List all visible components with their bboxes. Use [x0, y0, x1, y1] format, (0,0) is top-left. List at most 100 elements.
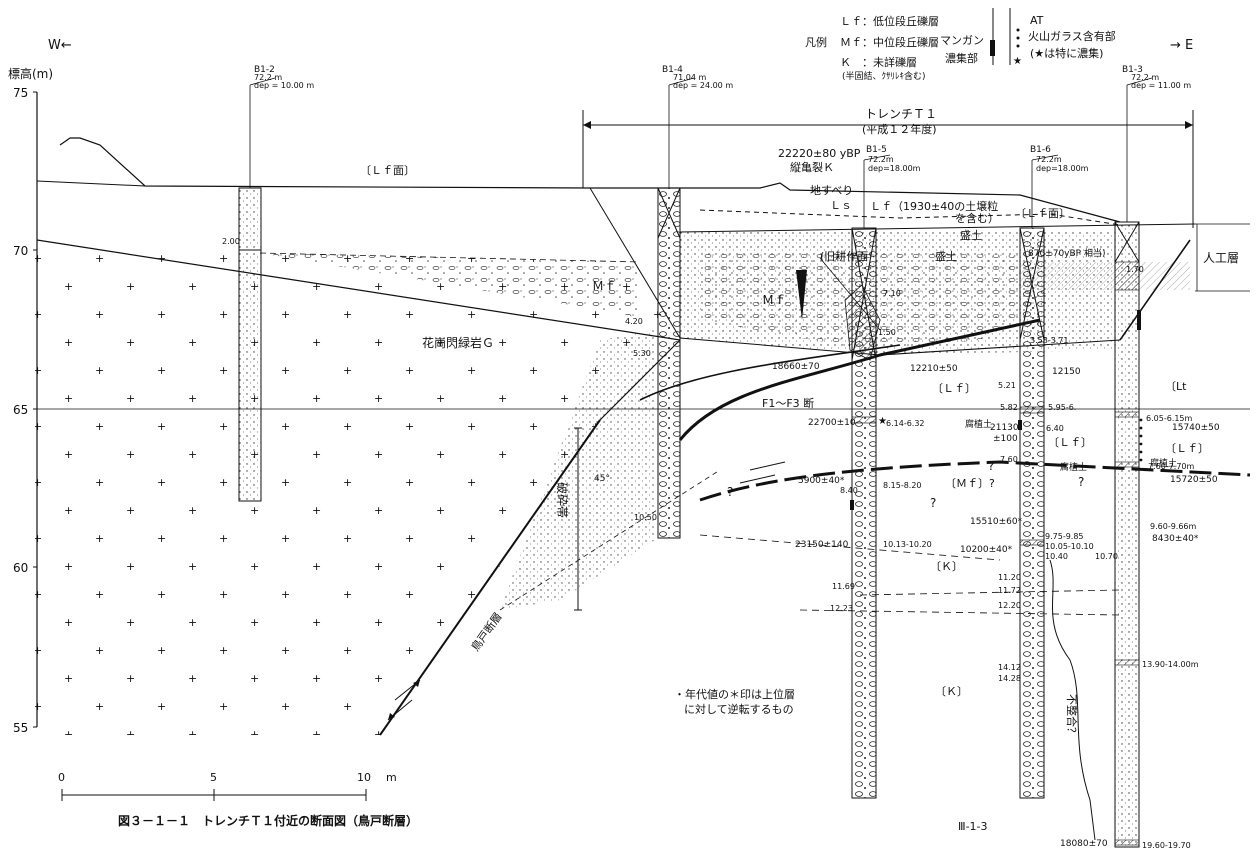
label-depths-23: 11.20 — [998, 573, 1021, 582]
label-labels-lf-surface-left: 〔Ｌｆ面〕 — [360, 164, 415, 177]
at-glass-marks: ★ — [850, 310, 1143, 510]
label-labels-date-870: 870±70yBP 相当) — [1028, 247, 1105, 259]
label-depths-27: 14.12 — [998, 663, 1021, 672]
label-depths-29: 19.60-19.70 — [1142, 841, 1191, 850]
borehole-b1-3 — [1114, 77, 1153, 848]
label-depths-0: 2.00 — [222, 237, 240, 246]
label-depths-9: 12.23 — [830, 604, 853, 613]
label-labels-note1: ・年代値の＊印は上位層 — [674, 687, 795, 701]
label-dates-2: 12150 — [1052, 367, 1081, 377]
label-depths-15: 6.05-6.15m — [1146, 414, 1193, 423]
label-boreholes-4-meta2: dep = 11.00 m — [1131, 81, 1191, 90]
label-labels-q1: ? — [727, 485, 733, 499]
terrace-gravel-layer — [260, 230, 1190, 355]
legend-manganese-mark — [990, 40, 995, 56]
label-labels-landslide: 地すべり — [810, 184, 853, 197]
label-dates-5: ±100 — [993, 434, 1018, 444]
unconformity-label: 不整合？ — [1065, 694, 1079, 738]
borehole-b1-5 — [851, 154, 891, 799]
bh-label-b1-6: B1-6 — [1030, 145, 1051, 155]
label-labels-q2: ? — [988, 459, 994, 473]
legend-manganese-1: マンガン — [940, 34, 984, 47]
label-scale-labels-0: 0 — [58, 771, 65, 784]
label-labels-lf-b16: 〔Ｌｆ〕 — [1048, 436, 1092, 449]
label-dates-8: 5900±40* — [798, 476, 845, 486]
label-labels-humus1: 腐植土 — [965, 418, 992, 430]
legend-item-k-note: (半固結、ｸｻﾘﾚｷ含む) — [842, 70, 926, 82]
label-boreholes-3-meta2: dep=18.00m — [1036, 164, 1089, 173]
granite-body — [35, 240, 680, 735]
label-depths-24: 11.72 — [998, 586, 1021, 595]
depth-labels: 2.00 4.20 5.30 6.14-6.32 8.15-8.20 8.40 … — [222, 237, 1199, 850]
trench-t1-span — [582, 110, 1194, 228]
legend-manganese-2: 濃集部 — [945, 51, 978, 65]
legend-item-mf: Ｍｆ：中位段丘礫層 — [840, 35, 939, 49]
label-dates-7: 15720±50 — [1170, 475, 1218, 485]
label-depths-3: 6.14-6.32 — [886, 419, 925, 428]
elevation-label: 標高(m) — [8, 66, 53, 81]
label-dates-4: 21130 — [990, 423, 1019, 433]
label-labels-granite: 花崗閃緑岩Ｇ — [422, 335, 494, 350]
bh-label-b1-2: B1-2 — [254, 65, 275, 75]
label-depths-31: 1.50 — [878, 328, 896, 337]
label-labels-lf-mid: 〔Ｌｆ〕 — [932, 382, 976, 395]
axis-tick-75: 75 — [13, 86, 28, 100]
label-labels-lf-note2: を含む） — [955, 211, 999, 225]
label-depths-6: 10.13-10.20 — [883, 540, 932, 549]
label-depths-18: 9.75-9.85 — [1045, 532, 1084, 541]
label-depths-12: 5.82 — [1000, 403, 1018, 412]
label-depths-4: 8.15-8.20 — [883, 481, 922, 490]
label-depths-7: 10.50 — [634, 513, 657, 522]
label-labels-mf-center: Ｍｆ — [762, 293, 786, 307]
label-labels-fill1: 盛土 — [960, 228, 982, 242]
label-labels-note2: に対して逆転するもの — [684, 702, 794, 716]
bh-label-b1-4: B1-4 — [662, 65, 683, 75]
label-dates-3: 22700±10 — [808, 418, 856, 428]
label-depths-14: 6.40 — [1046, 424, 1064, 433]
scale-bar: 0 5 10 m — [58, 771, 397, 801]
label-labels-mf-left: Ｍｆ — [592, 279, 616, 293]
axis-tick-70: 70 — [13, 244, 28, 258]
legend-at-1: AT — [1030, 14, 1044, 27]
label-scale-labels-1: 5 — [210, 771, 217, 784]
label-depths-11: 5.21 — [998, 381, 1016, 390]
legend-at-3: (★は特に濃集) — [1030, 46, 1103, 60]
label-labels-ls: Ｌｓ — [830, 199, 852, 212]
label-labels-lt: 〔Lt — [1165, 380, 1187, 393]
label-labels-mf-q: 〔Ｍｆ〕? — [945, 477, 995, 490]
label-depths-1: 4.20 — [625, 317, 643, 326]
label-depths-16: 7.60 — [1000, 455, 1018, 464]
label-boreholes-2-meta2: dep=18.00m — [868, 164, 921, 173]
label-labels-lf-b13: 〔Ｌｆ〕 — [1165, 442, 1209, 455]
label-boreholes-2-meta1: 72.2m — [868, 155, 894, 164]
label-dates-12: 8430±40* — [1152, 534, 1199, 544]
label-dates-0: 18660±70 — [772, 362, 820, 372]
borehole-labels: B1-2 72.2 m dep = 10.00 m B1-4 71.04 m d… — [254, 65, 1191, 173]
label-depths-20: 10.40 — [1045, 552, 1068, 561]
axis-tick-65: 65 — [13, 403, 28, 417]
legend-at-2: 火山ガラス含有部 — [1028, 29, 1116, 43]
svg-text:★: ★ — [878, 416, 887, 427]
bh-label-b1-5: B1-5 — [866, 145, 887, 155]
label-depths-2: 5.30 — [633, 349, 651, 358]
label-scale-labels-2: 10 — [357, 771, 371, 784]
label-labels-artificial: 人工層 — [1203, 251, 1239, 265]
legend-item-lf: Ｌｆ：低位段丘礫層 — [840, 14, 939, 28]
borehole-b1-6 — [1019, 154, 1059, 799]
label-depths-26: 13.90-14.00m — [1142, 660, 1199, 669]
label-labels-fault-label: F1～F3 断 — [762, 396, 814, 410]
ground-surface — [36, 137, 1196, 356]
legend-title: 凡例 — [805, 35, 827, 49]
crush-zone-label: 破砕帯 — [555, 482, 570, 518]
label-boreholes-0-meta2: dep = 10.00 m — [254, 81, 314, 90]
label-depths-13: 5.95-6. — [1048, 403, 1076, 412]
label-labels-lf-surface-right: 〔Ｌｆ面〕 — [1015, 207, 1070, 220]
label-dates-10: 23150±140 — [795, 540, 849, 550]
label-labels-humus2: 腐植土 — [1060, 461, 1087, 473]
trench-name: トレンチＴ１ — [865, 107, 937, 121]
page-number: Ⅲ-1-3 — [958, 820, 988, 833]
east-label: → E — [1170, 38, 1193, 53]
date-labels: 18660±70 12210±50 12150 22700±10 21130 ±… — [772, 362, 1220, 849]
bh-label-b1-3: B1-3 — [1122, 65, 1143, 75]
